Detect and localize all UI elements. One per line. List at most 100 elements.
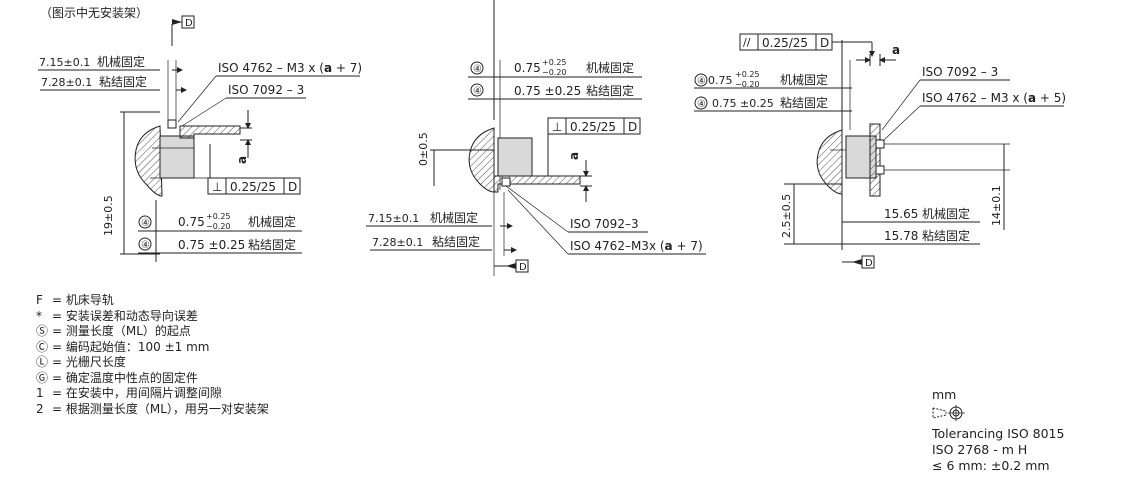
legend-symbol: 1 [36, 386, 44, 400]
a-dim-label: a [235, 156, 249, 164]
perp-tolerance: 0.25/25 [230, 180, 276, 194]
svg-text:0.75: 0.75 [708, 74, 733, 87]
unit-label: mm [932, 387, 957, 402]
tolerance-line-3: ≤ 6 mm: ±0.2 mm [932, 458, 1050, 473]
legend-text: = 编码起始值：100 ±1 mm [52, 339, 210, 354]
legend-text: = 测量长度（ML）的起点 [52, 324, 191, 338]
legend-text: = 确定温度中性点的固定件 [52, 370, 198, 385]
dim-mech-label: 机械固定 [97, 54, 145, 69]
legend-symbol: * [36, 308, 42, 323]
svg-text:0.75 ±0.25: 0.75 ±0.25 [514, 84, 581, 98]
legend-item: * = 安装误差和动态导向误差 [36, 309, 269, 325]
legend-symbol: Ⓒ [36, 339, 49, 354]
legend-item: 2 = 根据测量长度（ML），用另一对安装架 [36, 402, 269, 418]
legend-item: 1 = 在安装中，用间隔片调整间隙 [36, 386, 269, 402]
svg-text:+0.25: +0.25 [735, 70, 760, 79]
svg-text:粘结固定: 粘结固定 [922, 228, 970, 243]
svg-text:0.25/25: 0.25/25 [570, 120, 616, 134]
svg-text:机械固定: 机械固定 [922, 206, 970, 221]
gap-mech-value: 0.75 [178, 215, 205, 229]
svg-text:−0.20: −0.20 [735, 80, 760, 89]
svg-text:D: D [628, 120, 637, 134]
svg-text:粘结固定: 粘结固定 [432, 234, 480, 249]
svg-text:+0.25: +0.25 [542, 58, 567, 67]
legend-text: = 安装误差和动态导向误差 [52, 308, 198, 323]
tolerance-line-2: ISO 2768 - m H [932, 442, 1028, 457]
svg-text:④: ④ [473, 86, 482, 97]
bracket-hatch [179, 125, 241, 139]
svg-text:④: ④ [697, 99, 706, 110]
legend-text: = 光栅尺长度 [52, 355, 126, 369]
svg-text:15.78: 15.78 [884, 229, 918, 243]
svg-text:0.75: 0.75 [514, 61, 541, 75]
figure-caption: （图示中无安装架） [40, 6, 149, 20]
dim-bond-label: 粘结固定 [99, 74, 147, 89]
offset-dim: 0±0.5 [417, 132, 430, 166]
dim-bond-distance: 7.28±0.1 [41, 76, 92, 89]
svg-text:机械固定: 机械固定 [248, 214, 296, 229]
svg-text:粘结固定: 粘结固定 [586, 83, 634, 98]
legend-item: Ⓛ= 光栅尺长度 [36, 355, 269, 371]
legend-text: = 机床导轨 [52, 293, 114, 307]
svg-text:−0.20: −0.20 [542, 68, 567, 77]
svg-text:D: D [865, 258, 873, 269]
datum-label: D [185, 18, 193, 29]
legend-text: = 在安装中，用间隔片调整间隙 [52, 386, 222, 400]
svg-text:D: D [820, 36, 829, 50]
legend-symbol: Ⓢ [36, 324, 49, 338]
svg-text:ISO 7092 – 3: ISO 7092 – 3 [922, 65, 998, 79]
mounting-drawing: D 7.15±0.1 机械固定 7.28±0.1 粘结固定 ISO 4762 –… [38, 0, 1066, 276]
svg-text:−0.20: −0.20 [206, 222, 231, 231]
screw-spec: ISO 4762 – M3 x (a + 7) [218, 61, 362, 75]
projection-symbol-icon [932, 405, 1064, 425]
svg-text:7.28±0.1: 7.28±0.1 [372, 236, 423, 249]
legend-item: F = 机床导轨 [36, 293, 269, 309]
legend-item: Ⓒ= 编码起始值：100 ±1 mm [36, 340, 269, 356]
svg-text:⊥: ⊥ [212, 180, 222, 194]
svg-text:7.15±0.1: 7.15±0.1 [368, 212, 419, 225]
svg-text:0.25/25: 0.25/25 [762, 36, 808, 50]
right-height-dim: 2.5±0.5 [780, 194, 793, 238]
scale-housing [159, 135, 195, 179]
svg-text://: // [743, 36, 751, 49]
svg-text:④: ④ [473, 64, 482, 75]
height-dim: 19±0.5 [102, 195, 115, 236]
svg-text:15.65: 15.65 [884, 207, 918, 221]
width-dim: 14±0.1 [990, 185, 1003, 226]
legend-symbol: F [36, 293, 43, 307]
washer-spec: ISO 7092 – 3 [228, 83, 304, 97]
svg-text:a: a [892, 43, 900, 57]
svg-text:+0.25: +0.25 [206, 212, 231, 221]
legend-symbol: Ⓖ [36, 370, 49, 385]
tolerance-line-1: Tolerancing ISO 8015 [932, 426, 1065, 441]
svg-text:D: D [519, 262, 527, 273]
datum-box [181, 15, 195, 29]
svg-text:粘结固定: 粘结固定 [780, 95, 828, 110]
tolerance-block: mm Tolerancing ISO 8015 ISO 2768 - m H ≤… [932, 387, 1064, 474]
legend-symbol: Ⓛ [36, 355, 49, 369]
svg-text:D: D [288, 180, 297, 194]
svg-text:④: ④ [141, 240, 150, 251]
dim-mech-distance: 7.15±0.1 [39, 56, 90, 69]
svg-text:a: a [567, 152, 581, 160]
legend-symbol: 2 [36, 401, 44, 416]
svg-text:机械固定: 机械固定 [430, 210, 478, 225]
svg-text:④: ④ [697, 76, 706, 87]
middle-view: ④ 0.75 +0.25 −0.20 机械固定 ④ 0.75 ±0.25 粘结固… [366, 0, 706, 276]
svg-text:⊥: ⊥ [552, 120, 562, 134]
legend-text: = 根据测量长度（ML），用另一对安装架 [52, 401, 269, 416]
right-screw-spec: ISO 4762 – M3 x (a + 5) [922, 91, 1066, 105]
svg-text:粘结固定: 粘结固定 [248, 237, 296, 252]
left-view: D 7.15±0.1 机械固定 7.28±0.1 粘结固定 ISO 4762 –… [38, 15, 362, 262]
svg-text:0.75 ±0.25: 0.75 ±0.25 [712, 97, 774, 110]
legend-item: Ⓖ= 确定温度中性点的固定件 [36, 371, 269, 387]
svg-text:ISO 7092–3: ISO 7092–3 [570, 217, 639, 231]
legend-item: Ⓢ= 测量长度（ML）的起点 [36, 324, 269, 340]
machine-guide-hatch [134, 125, 163, 197]
svg-text:④: ④ [141, 218, 150, 229]
gap-bond-value: 0.75 ±0.25 [178, 238, 245, 252]
middle-screw-spec: ISO 4762–M3x (a + 7) [570, 239, 703, 253]
svg-text:机械固定: 机械固定 [780, 72, 828, 87]
right-view: // 0.25/25 D a ④ 0.75 +0.25 −0.20 机械固定 ④… [694, 33, 1066, 269]
